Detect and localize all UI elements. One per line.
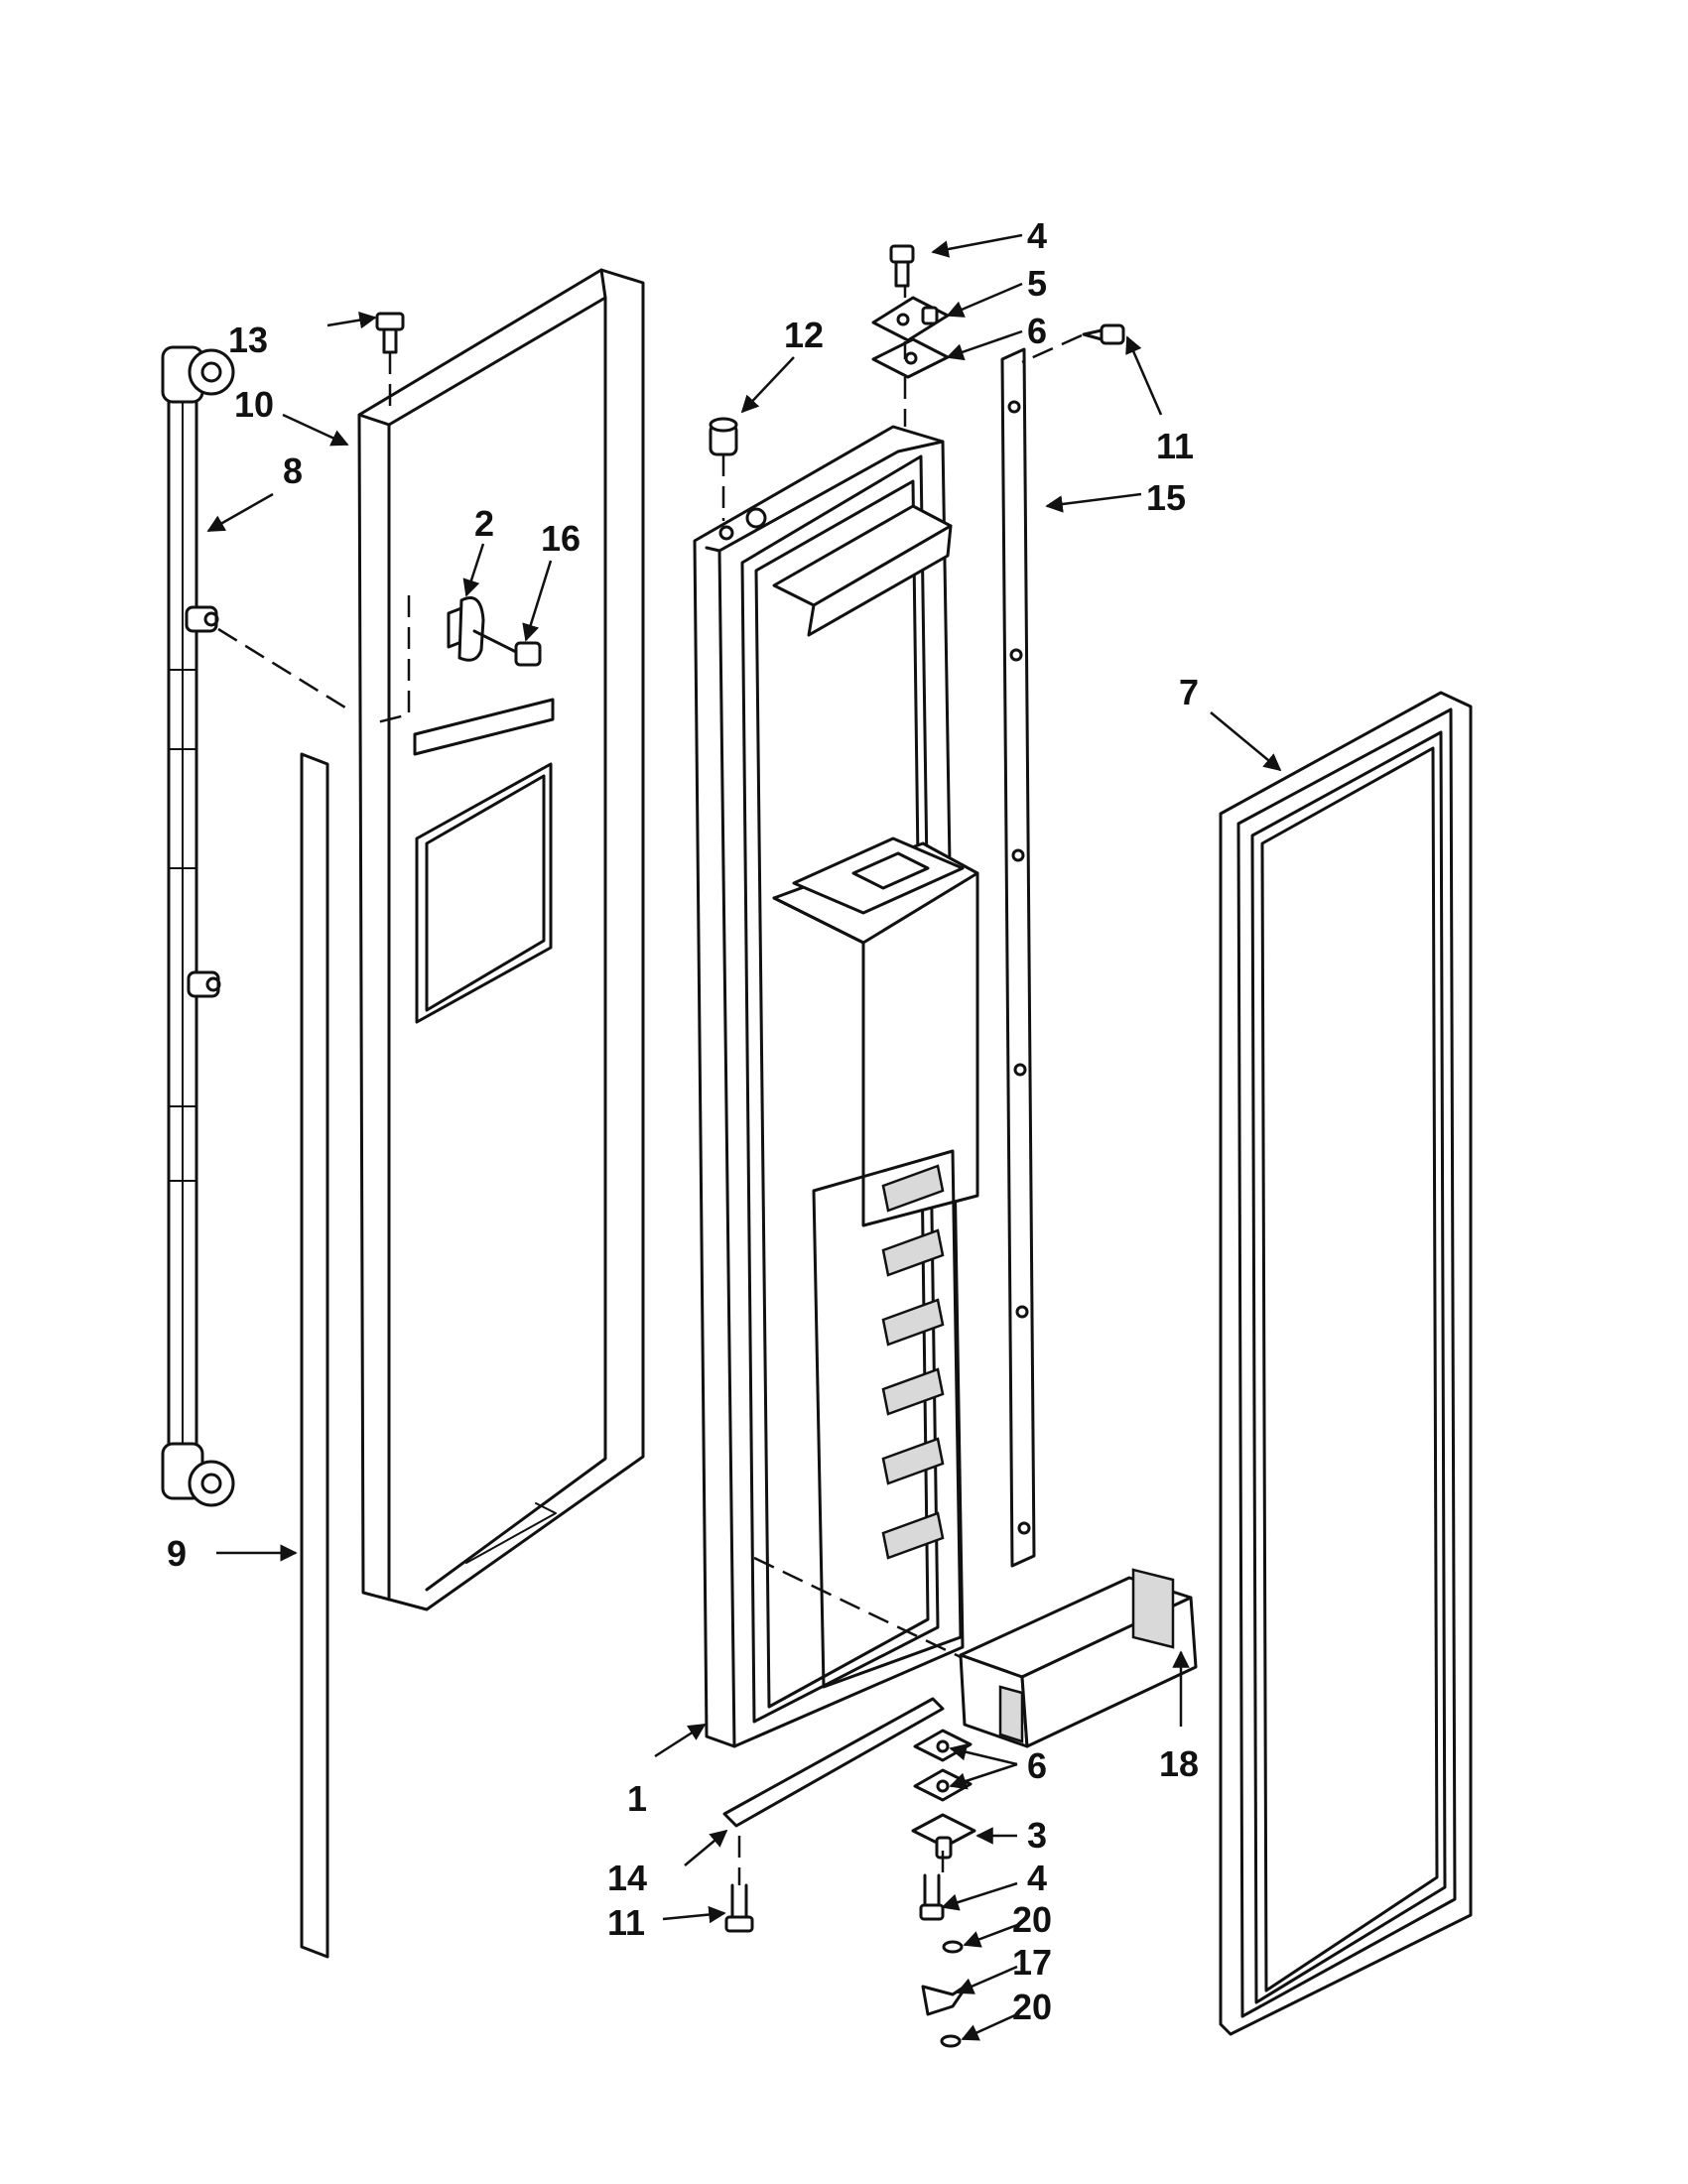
callout-3: 3 <box>1027 1815 1047 1856</box>
callout-13: 13 <box>228 320 268 360</box>
screw-part-16 <box>472 629 542 667</box>
callout-2: 2 <box>474 503 494 544</box>
bin-ledges <box>881 1164 945 1560</box>
door-frame-part <box>1219 691 1473 2036</box>
callout-11-top: 11 <box>1156 426 1194 466</box>
bracket-part <box>447 596 485 662</box>
assembly-lines <box>217 286 1083 1885</box>
callout-4-top: 4 <box>1027 215 1047 256</box>
callout-14: 14 <box>607 1858 647 1898</box>
callout-5: 5 <box>1027 263 1047 304</box>
callout-4-bottom: 4 <box>1027 1858 1047 1898</box>
plug-part <box>709 417 738 456</box>
callout-11-bottom: 11 <box>607 1902 645 1943</box>
leader-arrows <box>206 233 1282 2041</box>
gasket-strip-part <box>300 752 329 1959</box>
hinge-rod-part <box>161 345 235 1507</box>
callout-17: 17 <box>1012 1942 1052 1983</box>
bottom-strip-part <box>722 1697 945 1828</box>
callout-labels: 4 5 6 12 11 15 13 10 8 2 16 7 9 18 6 1 3… <box>167 215 1199 2027</box>
bottom-hinge-screw-part <box>919 1873 945 1921</box>
callout-7: 7 <box>1179 672 1199 712</box>
washer-part-upper <box>942 1940 964 1954</box>
washer-part-lower <box>940 2034 962 2048</box>
trim-strip-part <box>1000 347 1036 1568</box>
callout-15: 15 <box>1146 477 1186 518</box>
bottom-hinge-shims <box>913 1729 973 1802</box>
callout-18: 18 <box>1159 1743 1199 1784</box>
top-hinge-plate-part <box>871 296 950 342</box>
callout-9: 9 <box>167 1533 187 1574</box>
callout-16: 16 <box>541 518 581 559</box>
callout-10: 10 <box>234 384 274 425</box>
callout-8: 8 <box>283 450 303 491</box>
callout-6-top: 6 <box>1027 311 1047 351</box>
callout-20-lower: 20 <box>1012 1987 1052 2027</box>
callout-12: 12 <box>784 315 824 355</box>
screw-part-13 <box>375 312 405 354</box>
screw-part-11-top <box>1082 323 1125 345</box>
inner-door-liner-part <box>693 425 979 1748</box>
cam-part <box>921 1983 970 2016</box>
screw-part-11-bottom <box>724 1883 754 1933</box>
bottom-hinge-bracket-part <box>911 1813 976 1860</box>
callout-1: 1 <box>627 1778 647 1819</box>
callout-20-upper: 20 <box>1012 1899 1052 1940</box>
top-hinge-screw-part <box>889 244 915 288</box>
callout-6-bottom: 6 <box>1027 1745 1047 1786</box>
door-bin-part <box>959 1568 1198 1748</box>
top-hinge-shim-part <box>871 337 950 379</box>
outer-door-panel-part <box>357 268 645 1611</box>
